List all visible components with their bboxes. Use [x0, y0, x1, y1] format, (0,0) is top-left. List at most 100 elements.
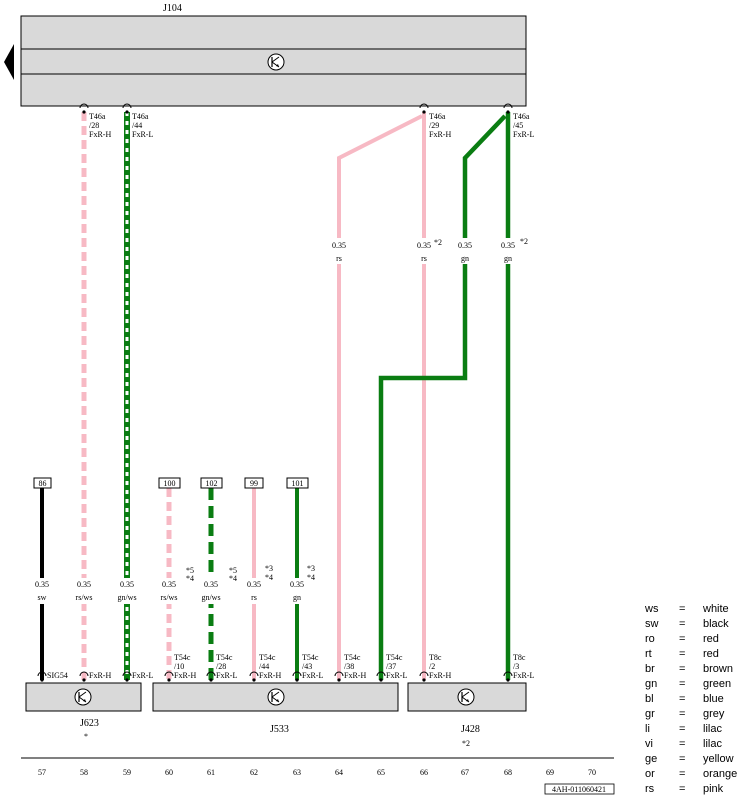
svg-text:T54c: T54c [216, 653, 233, 662]
controller-j533: J533 [152, 682, 399, 735]
wire-size-label: 0.35 [77, 580, 91, 589]
connector-t54c-10: T54c /10 FxR-H [164, 653, 196, 682]
wire-number-box: 86 [39, 479, 47, 488]
controller-j623: J623 * [25, 682, 142, 741]
svg-text:T54c: T54c [259, 653, 276, 662]
connector-t54c-37: T54c /37 FxR-L [376, 653, 407, 682]
svg-text:/28: /28 [89, 121, 99, 130]
wire-color-label: gn [504, 254, 512, 263]
connector-t8c-3: T8c /3 FxR-L [503, 653, 534, 682]
wire-number-box: 100 [164, 479, 176, 488]
track-number: 62 [250, 768, 258, 777]
svg-text:FxR-L: FxR-L [132, 671, 153, 680]
legend-row: ge=yellow [645, 753, 734, 765]
connector-t46a-29: T46a /29 FxR-H [419, 103, 451, 139]
track-number: 66 [420, 768, 428, 777]
track-number: 67 [461, 768, 469, 777]
svg-text:SIG54: SIG54 [47, 671, 68, 680]
wire-size-label: 0.35 [162, 580, 176, 589]
wire-note: *5 [186, 566, 194, 575]
svg-text:/2: /2 [429, 662, 435, 671]
wire-note: *4 [307, 573, 315, 582]
controller-label-j104: J104 [163, 3, 182, 14]
legend-row: gr=grey [645, 708, 725, 720]
legend-row: vi=lilac [645, 738, 722, 750]
svg-text:FxR-H: FxR-H [259, 671, 281, 680]
track-number: 57 [38, 768, 46, 777]
top-connectors: T46a /28 FxR-H T46a /44 FxR-L T46a /29 F… [79, 103, 534, 139]
connector-fxr-l: FxR-L [122, 671, 153, 682]
controller-note: * [84, 732, 88, 741]
svg-text:T46a: T46a [513, 112, 530, 121]
svg-text:FxR-L: FxR-L [513, 671, 534, 680]
lower-wire-labels: 0.35 sw 0.35 rs/ws 0.35 gn/ws 0.35 rs/ws… [31, 564, 315, 604]
wire-color-label: sw [38, 593, 47, 602]
wire-size-label: 0.35 [204, 580, 218, 589]
connector-t8c-2: T8c /2 FxR-H [419, 653, 451, 682]
track-number-strip: 57 58 59 60 61 62 63 64 65 66 67 68 69 7… [21, 757, 615, 795]
wire-color-label: rs/ws [76, 593, 93, 602]
connector-fxr-h: FxR-H [79, 671, 111, 682]
controller-label-j428: J428 [461, 724, 480, 735]
svg-text:FxR-L: FxR-L [132, 130, 153, 139]
wire-number-box: 102 [206, 479, 218, 488]
svg-text:FxR-H: FxR-H [344, 671, 366, 680]
wire-color-label: rs [251, 593, 257, 602]
track-number: 69 [546, 768, 554, 777]
svg-text:/45: /45 [513, 121, 523, 130]
bottom-connectors: SIG54 FxR-H FxR-L T54c /10 FxR-H T54c /2… [37, 653, 534, 682]
wire-size-label: 0.35 [120, 580, 134, 589]
connector-t46a-45: T46a /45 FxR-L [503, 103, 534, 139]
connector-t54c-28: T54c /28 FxR-L [206, 653, 237, 682]
svg-text:T8c: T8c [429, 653, 442, 662]
track-number: 63 [293, 768, 301, 777]
controller-j104: J104 [4, 3, 527, 107]
wire-number-box: 101 [292, 479, 304, 488]
controller-label-j623: J623 [80, 718, 99, 729]
svg-text:T46a: T46a [132, 112, 149, 121]
connector-t54c-43: T54c /43 FxR-L [292, 653, 323, 682]
legend-row: ws=white [645, 603, 729, 615]
svg-text:/44: /44 [259, 662, 269, 671]
svg-text:T54c: T54c [302, 653, 319, 662]
svg-text:FxR-H: FxR-H [429, 671, 451, 680]
track-number: 64 [335, 768, 343, 777]
track-number: 60 [165, 768, 173, 777]
svg-text:/43: /43 [302, 662, 312, 671]
wire-size-label: 0.35 [417, 241, 431, 250]
track-number: 58 [80, 768, 88, 777]
wire-number-box: 99 [250, 479, 258, 488]
wire-size-label: 0.35 [501, 241, 515, 250]
svg-text:T8c: T8c [513, 653, 526, 662]
svg-text:FxR-L: FxR-L [216, 671, 237, 680]
wire-note: *5 [229, 566, 237, 575]
wire-gn-65 [378, 114, 507, 680]
transistor-symbol-icon [74, 688, 92, 706]
track-number: 68 [504, 768, 512, 777]
wire-color-label: gn [293, 593, 301, 602]
legend-row: sw=black [645, 618, 729, 630]
svg-text:FxR-H: FxR-H [89, 671, 111, 680]
svg-text:T46a: T46a [89, 112, 106, 121]
svg-text:FxR-L: FxR-L [386, 671, 407, 680]
wire-size-label: 0.35 [332, 241, 346, 250]
wire-color-label: gn [461, 254, 469, 263]
wire-note: *2 [434, 238, 442, 247]
svg-text:T54c: T54c [386, 653, 403, 662]
svg-text:FxR-H: FxR-H [174, 671, 196, 680]
legend-row: br=brown [645, 663, 733, 675]
wire-color-label: gn/ws [117, 593, 136, 602]
track-number: 61 [207, 768, 215, 777]
track-number: 59 [123, 768, 131, 777]
connector-t54c-38: T54c /38 FxR-H [334, 653, 366, 682]
wire-note: *4 [229, 574, 237, 583]
svg-text:FxR-H: FxR-H [429, 130, 451, 139]
wire-color-label: gn/ws [201, 593, 220, 602]
controller-label-j533: J533 [270, 724, 289, 735]
svg-text:/44: /44 [132, 121, 142, 130]
legend-row: ro=red [645, 633, 719, 645]
legend-row: or=orange [645, 768, 738, 780]
svg-text:FxR-L: FxR-L [513, 130, 534, 139]
connector-t54c-44: T54c /44 FxR-H [249, 653, 281, 682]
